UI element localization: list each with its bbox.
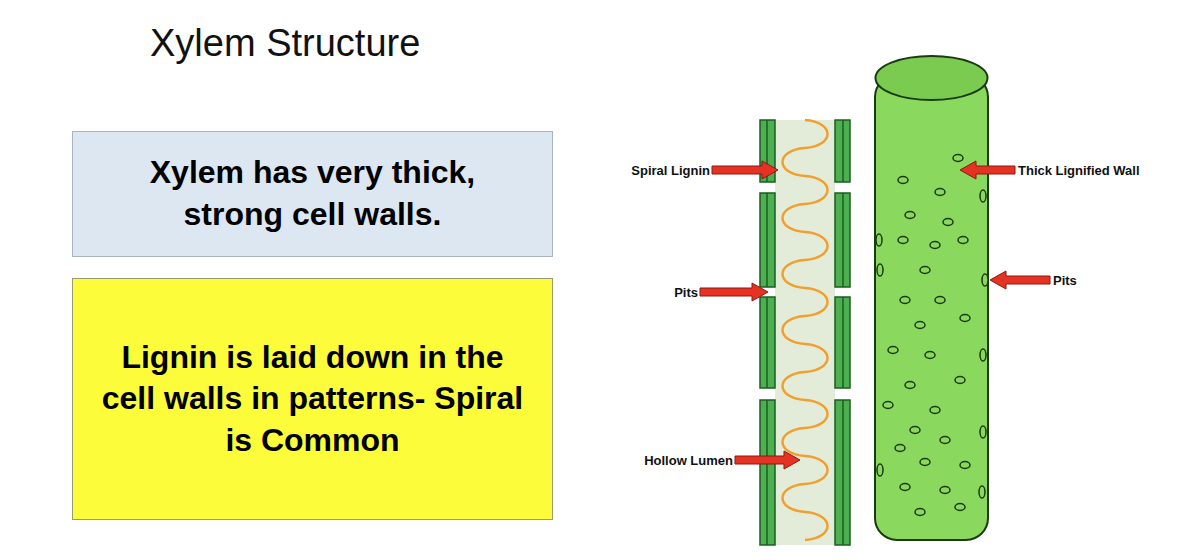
info-box: Xylem has very thick, strong cell walls. xyxy=(72,131,553,257)
lumen xyxy=(775,120,835,545)
vessel-wall xyxy=(760,120,850,545)
pointer-arrow xyxy=(700,161,1050,469)
spiral-lignin xyxy=(783,120,828,540)
pit xyxy=(876,155,988,516)
highlight-box: Lignin is laid down in the cell walls in… xyxy=(72,278,553,520)
box-text: Xylem has very thick, strong cell walls. xyxy=(97,152,528,235)
part-label: Pits xyxy=(1053,273,1077,288)
part-label: Thick Lignified Wall xyxy=(1018,163,1140,178)
part-label: Pits xyxy=(674,285,698,300)
part-label: Spiral Lignin xyxy=(631,163,710,178)
vessel-top xyxy=(876,56,988,100)
box-text: Lignin is laid down in the cell walls in… xyxy=(97,337,528,462)
vessel-cylinder xyxy=(875,75,988,540)
title-text: Xylem Structure xyxy=(150,22,420,65)
part-label: Hollow Lumen xyxy=(644,453,733,468)
